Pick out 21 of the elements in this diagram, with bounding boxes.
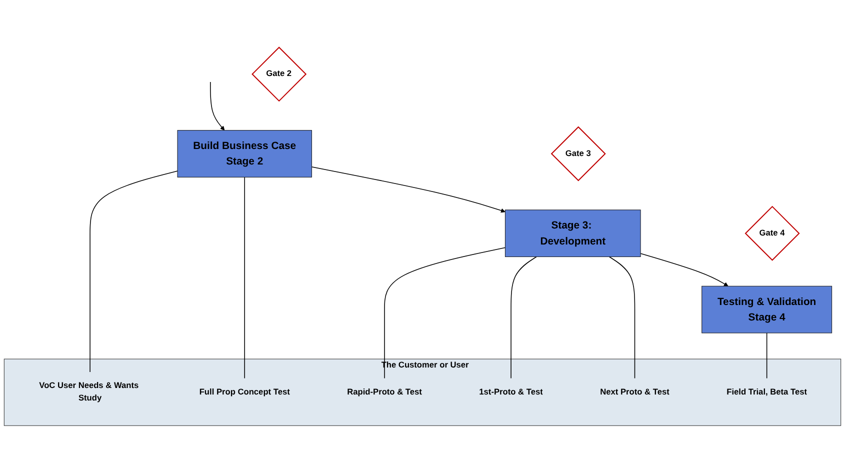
connector xyxy=(608,256,636,379)
connector xyxy=(384,247,506,379)
node-text: VoC User Needs & Wants Study xyxy=(39,381,139,403)
node-diamond: Gate 3 xyxy=(550,126,606,182)
node-diamond: Gate 4 xyxy=(744,206,800,261)
node-text: Rapid-Proto & Test xyxy=(347,388,422,396)
node-text: Field Trial, Beta Test xyxy=(726,388,808,396)
arrow xyxy=(210,82,225,131)
connector xyxy=(510,256,537,379)
node-diamond: Gate 2 xyxy=(252,46,307,102)
node-text: Full Prop Concept Test xyxy=(199,388,290,396)
node-box: Stage 3: Development xyxy=(504,210,641,258)
arrow xyxy=(311,166,506,213)
node-box: Build Business Case Stage 2 xyxy=(177,130,312,178)
node-box: Testing & Validation Stage 4 xyxy=(702,286,832,334)
node-text: 1st-Proto & Test xyxy=(479,388,543,396)
connector xyxy=(766,332,768,379)
connector xyxy=(244,176,245,379)
arrow xyxy=(640,253,728,286)
node-text: Next Proto & Test xyxy=(600,388,670,396)
connector xyxy=(90,170,178,372)
